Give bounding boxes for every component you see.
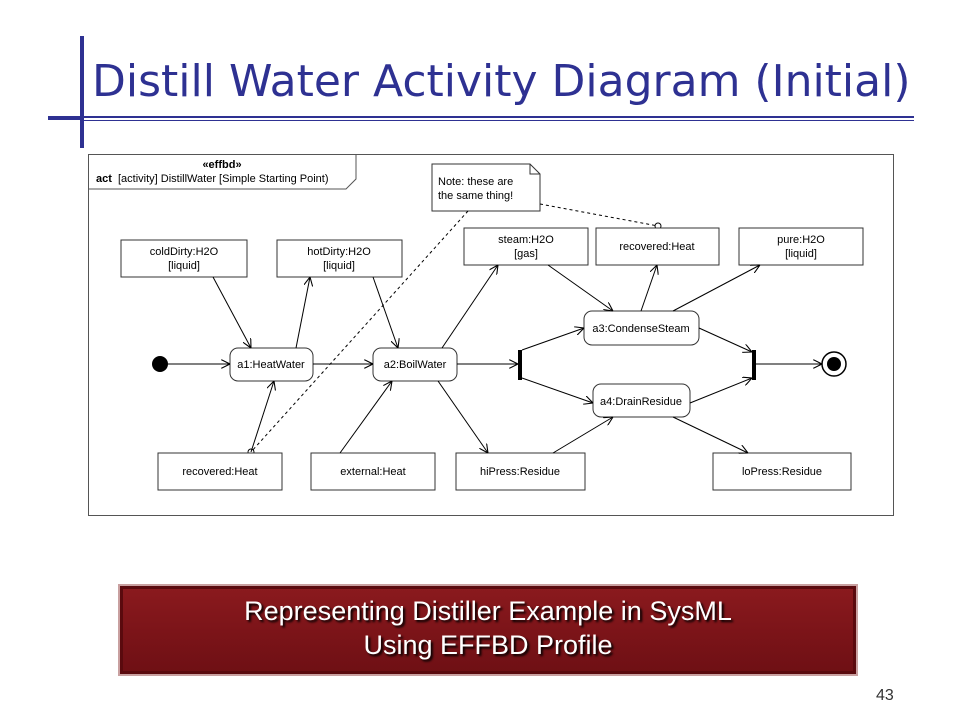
note-line-1: Note: these are bbox=[438, 176, 513, 188]
object-lopress-residue bbox=[712, 452, 852, 491]
flow-drainresidue-to-lopress bbox=[672, 416, 748, 453]
flow-recovered-to-heatwater bbox=[250, 381, 274, 453]
object-recovered-heat-top-label: recovered:Heat bbox=[619, 241, 694, 253]
flow-drainresidue-to-join bbox=[689, 378, 752, 404]
flow-fork-to-condensesteam bbox=[521, 328, 584, 351]
note-corner bbox=[529, 164, 540, 175]
frame-keyword: act bbox=[96, 173, 112, 185]
note-anchor-line-top bbox=[539, 203, 659, 227]
note-box bbox=[431, 163, 541, 212]
object-external-heat-label: external:Heat bbox=[340, 466, 405, 478]
object-steam-label: steam:H2O bbox=[498, 234, 554, 246]
note-anchor-line-bottom bbox=[250, 210, 469, 453]
object-colddirty-label: coldDirty:H2O bbox=[150, 246, 219, 258]
title-accent-horizontal-bar bbox=[48, 116, 84, 120]
flow-boilwater-to-hipress bbox=[437, 380, 488, 453]
flow-colddirty-to-heatwater bbox=[212, 276, 251, 348]
flow-steam-to-condensesteam bbox=[547, 264, 613, 311]
action-drainresidue-label: a4:DrainResidue bbox=[600, 396, 682, 408]
page-number: 43 bbox=[876, 687, 894, 704]
flow-boilwater-to-steam bbox=[441, 265, 498, 349]
object-pure-label: pure:H2O bbox=[777, 234, 825, 246]
object-steam bbox=[463, 227, 589, 266]
action-heatwater-label: a1:HeatWater bbox=[237, 359, 305, 371]
caption-line-2: Using EFFBD Profile bbox=[363, 630, 613, 660]
initial-node bbox=[152, 356, 168, 372]
flow-heatwater-to-hotdirty bbox=[295, 277, 310, 349]
object-recovered-heat-bottom-label: recovered:Heat bbox=[182, 466, 257, 478]
caption-line-1: Representing Distiller Example in SysML bbox=[244, 596, 732, 626]
object-external-heat bbox=[310, 452, 436, 491]
flow-external-to-boilwater bbox=[339, 381, 392, 454]
action-condensesteam-label: a3:CondenseSteam bbox=[592, 323, 689, 335]
final-node-inner bbox=[827, 357, 841, 371]
slide-title: Distill Water Activity Diagram (Initial) bbox=[92, 56, 911, 107]
note-line-2: the same thing! bbox=[438, 190, 513, 202]
title-accent-vertical-bar bbox=[80, 36, 84, 148]
object-colddirty bbox=[120, 239, 248, 278]
frame-name-tab bbox=[88, 154, 357, 190]
action-boilwater-label: a2:BoilWater bbox=[384, 359, 447, 371]
object-hotdirty-label: hotDirty:H2O bbox=[307, 246, 371, 258]
flow-condensesteam-to-recovered bbox=[640, 265, 657, 312]
join-bar bbox=[752, 350, 756, 380]
flow-hipress-to-drainresidue bbox=[552, 417, 613, 454]
object-hotdirty bbox=[276, 239, 403, 278]
flow-condensesteam-to-join bbox=[698, 327, 752, 352]
caption-banner: Representing Distiller Example in SysML … bbox=[118, 584, 858, 676]
flow-condensesteam-to-pure bbox=[672, 265, 760, 312]
title-underline bbox=[84, 116, 914, 118]
object-lopress-residue-label: loPress:Residue bbox=[742, 466, 822, 478]
activity-diagram: «effbd» act [activity] DistillWater [Sim… bbox=[88, 154, 894, 516]
object-pure bbox=[738, 227, 864, 266]
object-hipress-residue-label: hiPress:Residue bbox=[480, 466, 560, 478]
flow-fork-to-drainresidue bbox=[521, 377, 593, 403]
object-colddirty-state: [liquid] bbox=[168, 260, 200, 272]
object-hotdirty-state: [liquid] bbox=[323, 260, 355, 272]
object-steam-state: [gas] bbox=[514, 248, 538, 260]
object-pure-state: [liquid] bbox=[785, 248, 817, 260]
object-hipress-residue bbox=[455, 452, 586, 491]
frame-stereotype: «effbd» bbox=[202, 159, 241, 171]
fork-bar bbox=[518, 350, 522, 380]
object-recovered-heat-top bbox=[595, 227, 720, 266]
title-underline-thin bbox=[84, 120, 914, 121]
flow-hotdirty-to-boilwater bbox=[372, 276, 398, 348]
frame-name: [activity] DistillWater [Simple Starting… bbox=[118, 173, 328, 185]
object-recovered-heat-bottom bbox=[157, 452, 283, 491]
